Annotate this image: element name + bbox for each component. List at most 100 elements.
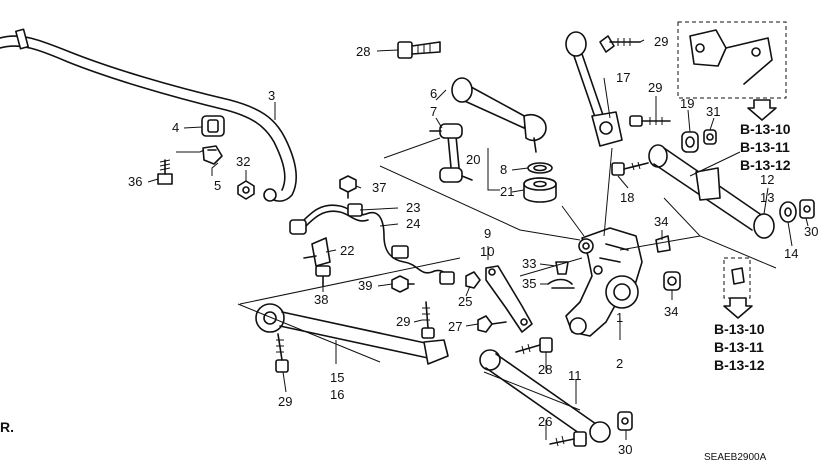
bolt-18	[611, 161, 649, 176]
ref-bottom-3[interactable]: B-13-12	[714, 357, 765, 373]
self-locking-nut	[237, 180, 255, 200]
arrow-down-bottom-icon	[723, 297, 753, 319]
callout-16: 16	[330, 387, 344, 402]
trailing-arm	[255, 303, 449, 365]
stabilizer-bushing	[201, 115, 225, 137]
bolt-38	[315, 265, 331, 287]
callout-17: 17	[616, 70, 630, 85]
knuckle	[565, 227, 643, 337]
callout-30-bottom: 30	[618, 442, 632, 457]
callout-15: 15	[330, 370, 344, 385]
reference-bottom: B-13-10 B-13-11 B-13-12	[714, 321, 765, 373]
callout-20: 20	[466, 152, 480, 167]
callout-1: 1	[616, 310, 623, 325]
callout-33: 33	[522, 256, 536, 271]
ref-top-3[interactable]: B-13-12	[740, 157, 791, 173]
ref-bottom-2[interactable]: B-13-11	[714, 339, 764, 355]
callout-26: 26	[538, 414, 552, 429]
callout-38: 38	[314, 292, 328, 307]
callout-29-mid: 29	[648, 80, 662, 95]
bolt-25	[465, 271, 481, 289]
callout-18: 18	[620, 190, 634, 205]
bolt-29-left	[275, 333, 289, 373]
compliance-bushing	[523, 177, 557, 203]
callout-21: 21	[500, 184, 514, 199]
lower-arm-a	[648, 144, 775, 239]
callout-35: 35	[522, 276, 536, 291]
bolt-39	[391, 275, 415, 293]
callout-2: 2	[616, 356, 623, 371]
arrow-down-top-icon	[747, 99, 777, 121]
assembly-guides	[237, 137, 777, 411]
callout-5: 5	[214, 178, 221, 193]
bushing-31	[703, 129, 717, 145]
callout-30-right: 30	[804, 224, 818, 239]
callout-12: 12	[760, 172, 774, 187]
bolt-29-center	[421, 301, 435, 339]
harness-clip	[303, 237, 331, 267]
stabilizer-bar	[0, 28, 297, 202]
corner-mark: R.	[0, 419, 14, 435]
sensor-harness	[289, 203, 455, 285]
callout-29-center: 29	[396, 314, 410, 329]
callout-13: 13	[760, 190, 774, 205]
bolt-29-mid	[629, 115, 671, 127]
diagram-code: SEAEB2900A	[704, 452, 767, 463]
bolt-28-lower	[515, 337, 553, 355]
ref-bottom-1[interactable]: B-13-10	[714, 321, 765, 337]
flange-bolt	[157, 159, 173, 185]
callout-27: 27	[448, 319, 462, 334]
leader-lines	[147, 39, 809, 440]
callout-32: 32	[236, 154, 250, 169]
ref-top-1[interactable]: B-13-10	[740, 121, 791, 137]
callout-34-upper: 34	[654, 214, 668, 229]
callout-31: 31	[706, 104, 720, 119]
bushing-14	[779, 201, 797, 223]
callout-28-top: 28	[356, 44, 370, 59]
cotter-pin	[547, 278, 575, 289]
ball-joint-boot	[527, 162, 553, 174]
callout-34-lower: 34	[664, 304, 678, 319]
reference-top: B-13-10 B-13-11 B-13-12	[740, 121, 791, 173]
nut-34-upper	[655, 235, 671, 253]
upper-arm	[451, 77, 547, 153]
nut-30-right	[799, 199, 815, 219]
callout-7: 7	[430, 104, 437, 119]
callout-19: 19	[680, 96, 694, 111]
callout-14: 14	[784, 246, 798, 261]
callout-29-left: 29	[278, 394, 292, 409]
nut-30-bottom	[617, 411, 633, 431]
bolt-26	[549, 431, 587, 447]
callout-8: 8	[500, 162, 507, 177]
callout-numbers: 3 4 5 36 32 28 6 7 20 8 21 37 23 24 22 3…	[128, 34, 818, 457]
callout-23: 23	[406, 200, 420, 215]
callout-9: 9	[484, 226, 491, 241]
callout-37: 37	[372, 180, 386, 195]
bushing-19	[681, 131, 699, 153]
callout-24: 24	[406, 216, 420, 231]
callout-25: 25	[458, 294, 472, 309]
bushing-holder	[202, 145, 223, 165]
callout-22: 22	[340, 243, 354, 258]
nut-34-lower	[663, 271, 681, 291]
sensor-bracket	[485, 265, 533, 333]
callout-29-top: 29	[654, 34, 668, 49]
callout-39: 39	[358, 278, 372, 293]
callout-36: 36	[128, 174, 142, 189]
upper-link	[565, 31, 623, 147]
callout-11: 11	[568, 368, 582, 383]
bolt-29-top	[599, 35, 641, 53]
callout-10: 10	[480, 244, 494, 259]
detail-box-top	[677, 21, 787, 99]
stabilizer-link	[429, 123, 473, 183]
detail-box-bottom	[723, 257, 751, 299]
callout-28-lower: 28	[538, 362, 552, 377]
bolt-37	[339, 175, 357, 199]
callout-3: 3	[268, 88, 275, 103]
bolt-27	[477, 315, 507, 333]
callout-4: 4	[172, 120, 179, 135]
ref-top-2[interactable]: B-13-11	[740, 139, 790, 155]
top-bolt	[397, 41, 441, 59]
